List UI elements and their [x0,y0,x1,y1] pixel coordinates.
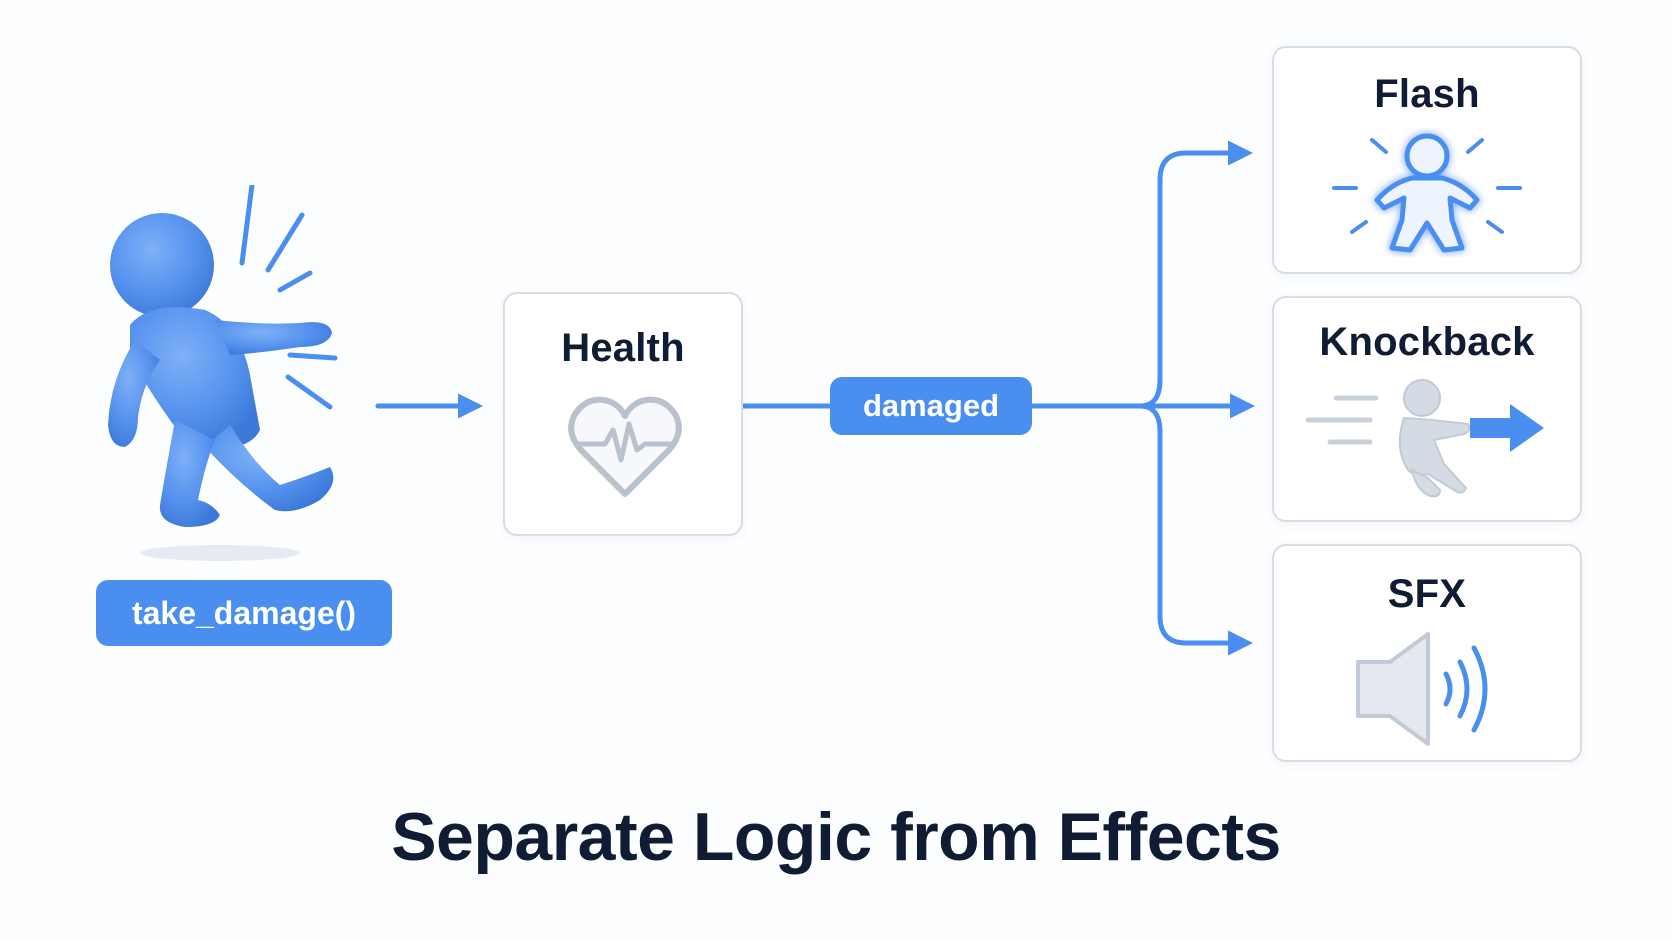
glowing-person-icon [1332,128,1522,258]
hurt-person-icon [90,182,370,565]
arrow-to-sfx [1139,403,1253,656]
effect-title-flash: Flash [1374,72,1480,116]
speaker-icon [1354,632,1514,746]
damaged-signal: damaged [830,377,1032,435]
heart-pulse-icon [565,394,685,504]
effect-card-flash: Flash [1272,46,1582,274]
effect-title-knockback: Knockback [1319,320,1535,364]
diagram-title: Separate Logic from Effects [391,799,1281,875]
knockback-person-icon [1304,378,1554,508]
effect-card-knockback: Knockback [1272,296,1582,522]
effect-title-sfx: SFX [1387,572,1467,616]
health-title: Health [561,326,685,370]
damaged-signal-text: damaged [862,388,1000,423]
take-damage-function-label: take_damage() [96,580,392,646]
take-damage-text: take_damage() [131,594,357,631]
health-node: Health [503,292,743,536]
arrow-to-flash [1139,140,1253,409]
effect-card-sfx: SFX [1272,544,1582,762]
